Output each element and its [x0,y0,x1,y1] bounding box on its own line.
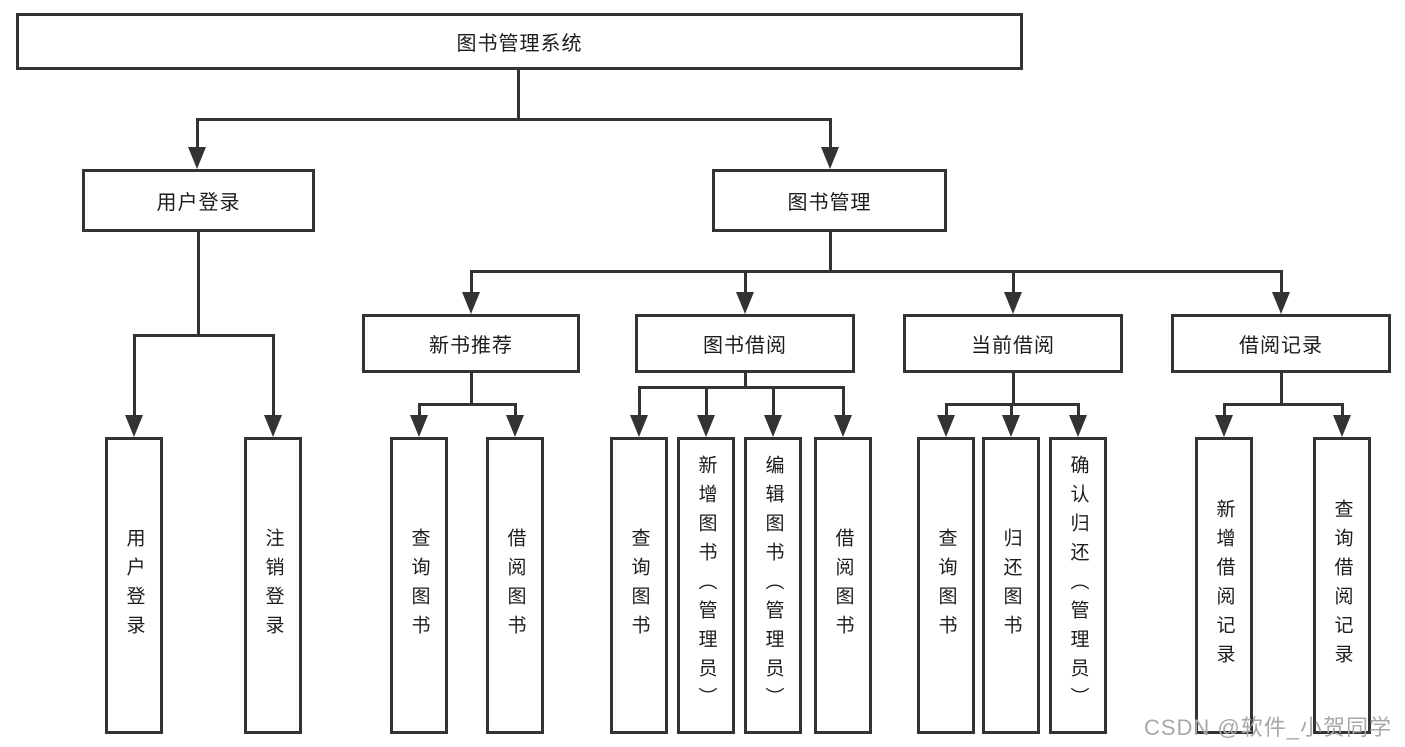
node-query-borrow-record: 查询借阅记录 [1313,437,1371,734]
connector-mgmt-drop-2 [744,270,747,294]
watermark-text: CSDN @软件_小贺同学 [1143,715,1392,740]
arrowhead-borrowing-2-icon [697,415,715,437]
connector-current-stem [1012,373,1015,406]
connector-mgmt-stem [829,232,832,271]
connector-login-drop-2 [272,334,275,415]
connector-borrowing-drop-3 [772,386,775,416]
connector-root-stem [517,69,520,119]
connector-current-drop-2 [1010,403,1013,416]
connector-current-drop-1 [945,403,948,416]
node-label: 查询图书 [408,527,430,644]
node-label: 用户登录 [156,192,241,214]
connector-recommend-drop-2 [514,403,517,416]
node-user-login: 用户登录 [82,169,315,232]
connector-borrowing-stem [744,373,747,389]
connector-borrowing-drop-2 [705,386,708,416]
connector-mgmt-drop-4 [1280,270,1283,294]
connector-borrowing-hbar [638,386,845,389]
node-user-login-leaf: 用户登录 [105,437,163,734]
node-logout: 注销登录 [244,437,302,734]
arrowhead-borrowing-3-icon [764,415,782,437]
node-label: 查询图书 [628,527,650,644]
node-borrow-books-recommend: 借阅图书 [486,437,544,734]
arrowhead-mgmt-1-icon [462,292,480,314]
arrowhead-recommend-2-icon [506,415,524,437]
connector-mgmt-hbar [470,270,1283,273]
node-query-books-current: 查询图书 [917,437,975,734]
connector-login-drop-1 [133,334,136,415]
node-borrow-books-borrowing: 借阅图书 [814,437,872,734]
connector-borrowing-drop-1 [638,386,641,416]
arrowhead-login-1-icon [125,415,143,437]
node-new-book-recommendation: 新书推荐 [362,314,580,373]
node-label: 新书推荐 [429,335,513,357]
node-label: 确认归还（管理员） [1067,455,1089,716]
node-edit-book-admin: 编辑图书（管理员） [744,437,802,734]
node-label: 借阅图书 [504,527,526,644]
node-current-borrowing: 当前借阅 [903,314,1123,373]
connector-records-drop-1 [1223,403,1226,416]
node-label: 归还图书 [1000,527,1022,644]
arrowhead-mgmt-2-icon [736,292,754,314]
node-library-management-system: 图书管理系统 [16,13,1023,70]
arrowhead-current-1-icon [937,415,955,437]
node-label: 注销登录 [262,527,284,644]
connector-login-stem [197,232,200,335]
node-label: 新增图书（管理员） [695,455,717,716]
arrowhead-recommend-1-icon [410,415,428,437]
node-label: 图书管理 [787,192,872,214]
node-query-books-borrowing: 查询图书 [610,437,668,734]
arrowhead-records-2-icon [1333,415,1351,437]
connector-root-drop-right [829,118,832,148]
node-add-borrow-record: 新增借阅记录 [1195,437,1253,734]
node-query-books-recommend: 查询图书 [390,437,448,734]
connector-borrowing-drop-4 [842,386,845,416]
arrowhead-root-right-icon [821,147,839,169]
connector-mgmt-drop-3 [1012,270,1015,294]
node-label: 新增借阅记录 [1213,498,1235,673]
node-add-book-admin: 新增图书（管理员） [677,437,735,734]
node-label: 用户登录 [123,527,145,644]
connector-records-drop-2 [1341,403,1344,416]
connector-root-drop-left [196,118,199,148]
connector-records-stem [1280,373,1283,406]
connector-records-hbar [1223,403,1344,406]
arrowhead-borrowing-4-icon [834,415,852,437]
arrowhead-mgmt-3-icon [1004,292,1022,314]
node-label: 当前借阅 [971,335,1055,357]
node-book-management: 图书管理 [712,169,947,232]
node-label: 借阅记录 [1239,335,1323,357]
node-label: 借阅图书 [832,527,854,644]
node-return-books: 归还图书 [982,437,1040,734]
arrowhead-records-1-icon [1215,415,1233,437]
connector-root-hbar [196,118,832,121]
connector-recommend-drop-1 [418,403,421,416]
arrowhead-borrowing-1-icon [630,415,648,437]
arrowhead-login-2-icon [264,415,282,437]
node-book-borrowing: 图书借阅 [635,314,855,373]
node-borrowing-records: 借阅记录 [1171,314,1391,373]
node-label: 查询借阅记录 [1331,498,1353,673]
arrowhead-root-left-icon [188,147,206,169]
node-label: 图书借阅 [703,335,787,357]
arrowhead-current-3-icon [1069,415,1087,437]
connector-login-hbar [133,334,275,337]
arrowhead-current-2-icon [1002,415,1020,437]
connector-mgmt-drop-1 [470,270,473,294]
arrowhead-mgmt-4-icon [1272,292,1290,314]
node-confirm-return-admin: 确认归还（管理员） [1049,437,1107,734]
node-label: 图书管理系统 [456,33,583,55]
connector-recommend-hbar [418,403,517,406]
node-label: 编辑图书（管理员） [762,455,784,716]
connector-current-drop-3 [1077,403,1080,416]
node-label: 查询图书 [935,527,957,644]
connector-recommend-stem [470,373,473,406]
